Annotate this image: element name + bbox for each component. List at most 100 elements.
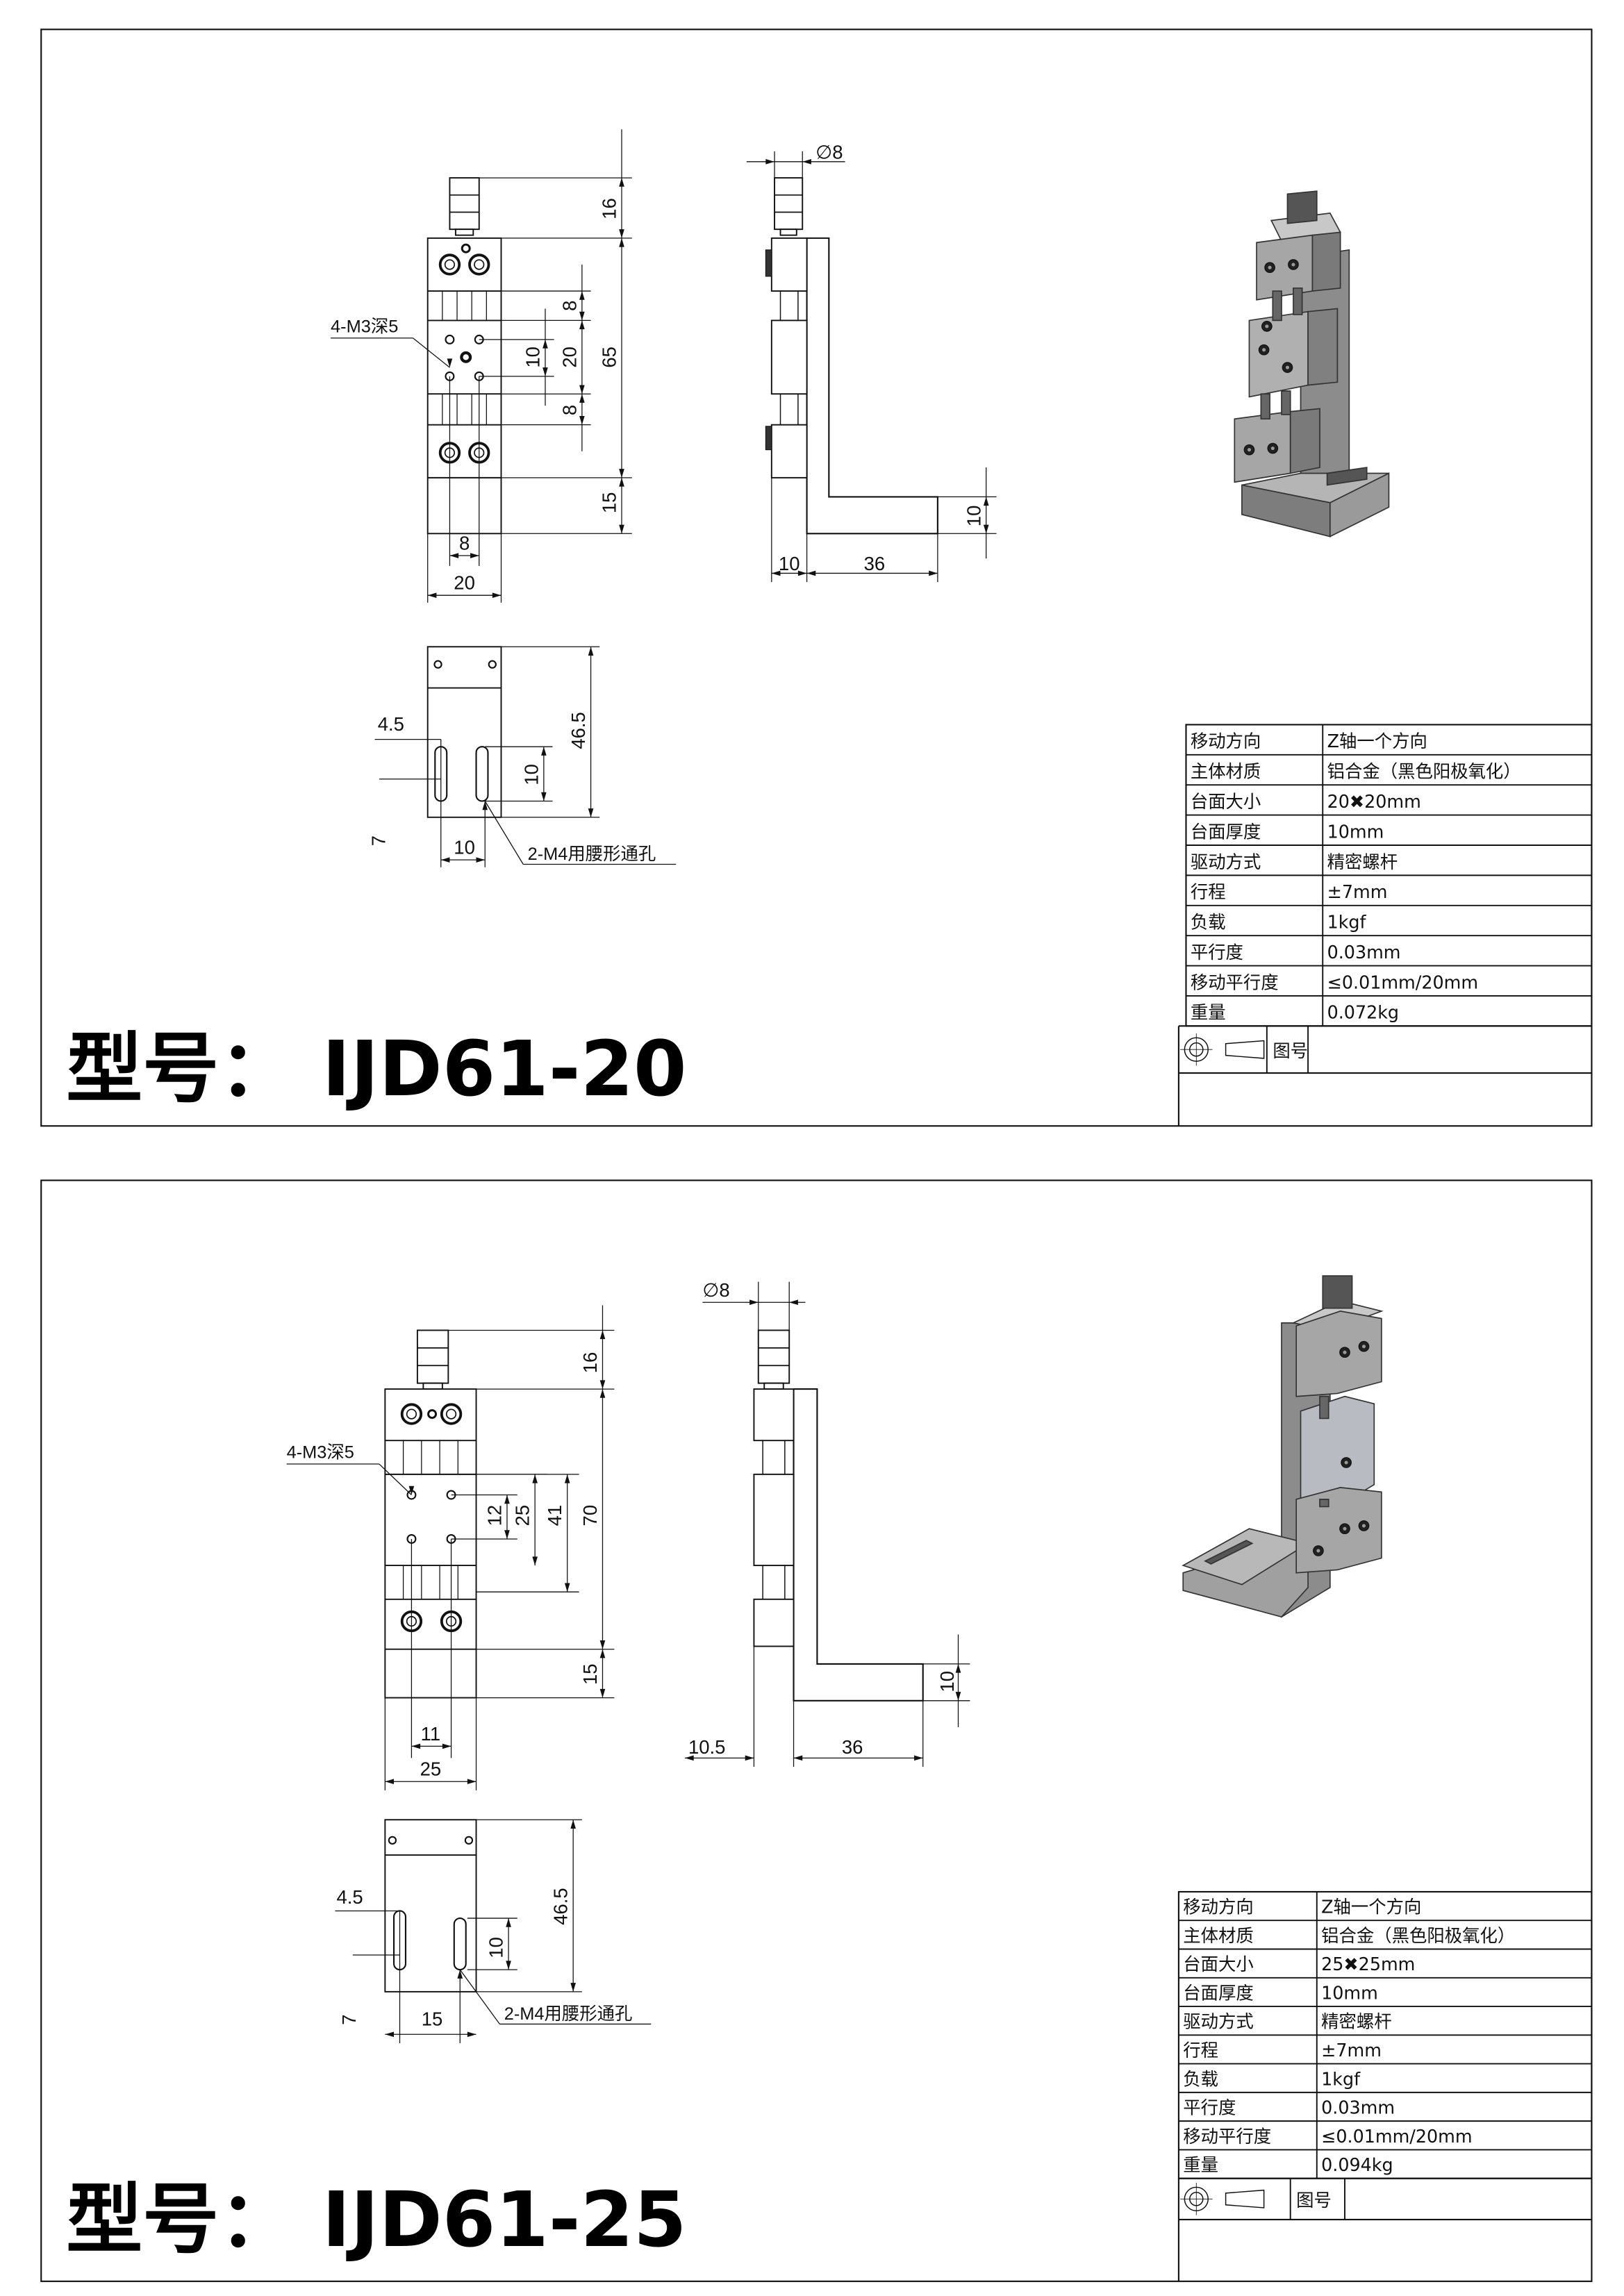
- vertical-dimension: 10: [963, 497, 989, 534]
- arrowhead: [570, 1820, 576, 1829]
- arrowhead: [427, 592, 437, 598]
- horizontal-dimension: 10: [771, 553, 807, 576]
- arrowhead: [470, 553, 479, 558]
- leader-line: [459, 1969, 500, 2024]
- arrowhead: [955, 1692, 961, 1701]
- horizontal-dimension: 11: [411, 1723, 451, 1749]
- spec-label: 重量: [1191, 1002, 1226, 1023]
- title-block: 图号: [1177, 2177, 1592, 2281]
- mount-hole: [388, 1836, 397, 1845]
- carriage-block: [753, 1388, 795, 1442]
- arrowhead: [506, 1961, 511, 1970]
- title-block: 图号: [1177, 1025, 1592, 1126]
- arrowhead: [806, 570, 816, 576]
- arrowhead: [797, 570, 807, 576]
- arrowhead: [929, 570, 938, 576]
- carriage-block: [753, 1598, 795, 1647]
- hex-socket: [445, 1408, 457, 1420]
- spec-label: 台面大小: [1183, 1954, 1253, 1974]
- dimension-label: 25: [512, 1505, 533, 1526]
- vertical-dimension: 10: [522, 339, 548, 376]
- slot-callout: 2-M4用腰形通孔: [528, 845, 656, 864]
- carriage-block: [770, 319, 808, 395]
- arrowhead: [599, 1330, 606, 1340]
- render-screw-socket: [1267, 265, 1273, 270]
- vertical-dimension: 8: [558, 394, 585, 425]
- lower-block-side: [1289, 408, 1320, 474]
- horizontal-dimension: 36: [793, 1736, 923, 1761]
- vertical-dimension: 16: [579, 1330, 606, 1390]
- arrowhead: [492, 592, 502, 598]
- spec-label: 行程: [1191, 881, 1226, 902]
- vertical-dimension: 25: [512, 1474, 538, 1566]
- arrowhead: [532, 1556, 538, 1566]
- spec-label: 平行度: [1183, 2097, 1236, 2118]
- arrowhead: [983, 524, 989, 534]
- lower-block: [1234, 410, 1291, 483]
- render-screw-socket: [1342, 1349, 1348, 1355]
- dimension-label: 10: [779, 553, 800, 574]
- dimension-label: 8: [459, 533, 470, 554]
- arrowhead: [771, 570, 781, 576]
- mount-hole: [464, 1836, 474, 1845]
- dimension-label: 25: [420, 1758, 442, 1780]
- projection-cone: [1225, 1040, 1265, 1059]
- arrowhead: [745, 1755, 754, 1761]
- model-title: 型号： IJD61-20: [66, 1024, 686, 1113]
- dimension-label: 10: [454, 837, 475, 858]
- arrowhead: [579, 385, 585, 394]
- vertical-dimension: 16: [599, 178, 624, 238]
- dimension-label: 15: [422, 2008, 443, 2030]
- stage-body: [384, 1388, 477, 1699]
- dimension-label: 10: [486, 1937, 507, 1958]
- iso-handle: [1322, 1275, 1353, 1309]
- spec-label: 重量: [1183, 2154, 1218, 2175]
- render-screw-socket: [1361, 1523, 1366, 1529]
- hole-callout: 4-M3深5: [287, 1443, 354, 1463]
- stage-body: [426, 237, 502, 535]
- dimension-label: 65: [599, 347, 620, 368]
- arrowhead: [619, 238, 624, 247]
- micrometer-handle: [449, 177, 480, 231]
- leader-line: [484, 801, 524, 865]
- dimension-label: 10: [520, 764, 542, 785]
- arrowhead: [385, 2031, 395, 2038]
- arrowhead: [542, 367, 548, 376]
- dimension-label: 20: [558, 347, 580, 368]
- handle-neck: [422, 1382, 443, 1390]
- spec-row: 主体材质铝合金（黑色阳极氧化）: [1183, 1925, 1515, 1946]
- iso-slot: [1326, 467, 1368, 486]
- spec-row: 移动方向 Z轴一个方向: [1183, 1897, 1421, 1918]
- spec-label: 移动平行度: [1183, 2126, 1271, 2147]
- bracket-foot: [384, 1819, 477, 1993]
- handle-neck: [763, 1382, 784, 1390]
- dimension-label: 16: [579, 1352, 601, 1374]
- dimension-label: 10.5: [688, 1736, 726, 1758]
- socket-screw-icon: [440, 1403, 463, 1425]
- horizontal-dimension: 10.5: [684, 1736, 754, 1761]
- iso-rod: [1272, 290, 1282, 322]
- arrowhead: [447, 358, 453, 368]
- spec-label: 移动方向: [1183, 1897, 1253, 1918]
- horizontal-dimension: 36: [806, 553, 938, 576]
- spec-value: Z轴一个方向: [1321, 1897, 1421, 1918]
- spec-label: 移动平行度: [1191, 972, 1279, 992]
- iso-handle: [1286, 190, 1318, 224]
- spec-value: ±7mm: [1327, 881, 1388, 902]
- spec-value: 0.094kg: [1321, 2154, 1393, 2175]
- render-screw-socket: [1270, 446, 1275, 451]
- render-screw-socket: [1291, 262, 1296, 267]
- dimension-label: 8: [558, 405, 580, 415]
- horizontal-dimension: 10: [440, 837, 486, 863]
- arrowhead: [442, 1743, 451, 1749]
